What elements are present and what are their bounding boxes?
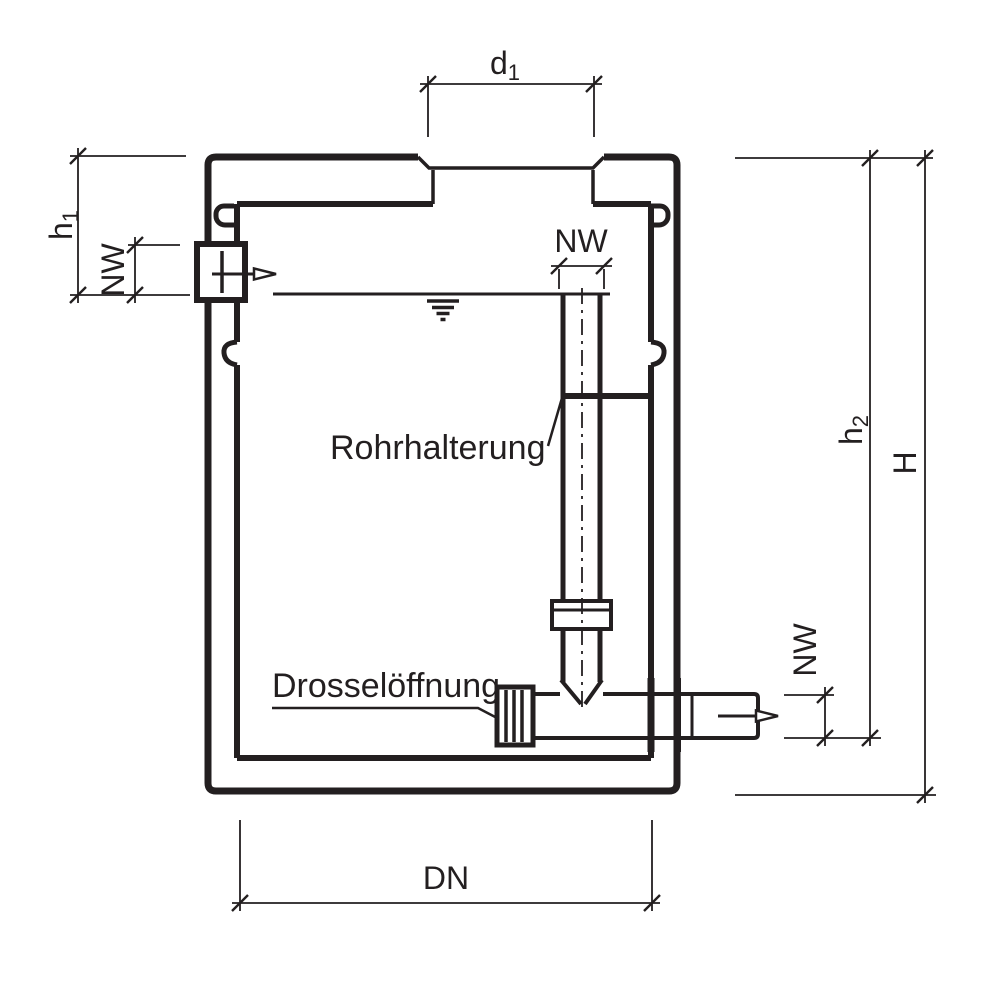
dn-extension-lines — [239, 820, 653, 911]
dimension-nw-inlet — [70, 236, 190, 304]
label-d1: d1 — [490, 45, 520, 85]
label-nw-inlet: NW — [95, 243, 131, 297]
dimension-H — [735, 149, 936, 804]
ring-joint-mid-left — [221, 339, 238, 368]
inlet-pipe — [194, 241, 277, 303]
label-h1: h1 — [43, 210, 83, 240]
dimension-h2 — [735, 149, 933, 747]
outer-wall-outline — [204, 153, 681, 795]
standpipe — [540, 288, 648, 712]
water-level-icon — [427, 299, 459, 322]
outlet-pipe — [494, 678, 779, 752]
label-nw-outlet: NW — [787, 623, 823, 677]
dimension-dn — [231, 820, 661, 912]
cover-opening-rim — [416, 155, 606, 170]
dimension-d1 — [419, 75, 603, 137]
standpipe-tee-chamfer — [559, 678, 604, 706]
dimension-nw-outlet — [784, 686, 834, 747]
cover-opening-neck — [431, 170, 595, 204]
label-h2: h2 — [833, 415, 873, 445]
shaft-outer-shell — [204, 153, 681, 795]
ring-joint-top-right — [650, 203, 671, 228]
label-throttle-opening: Drosselöffnung — [272, 667, 500, 705]
standpipe-walls-upper — [560, 294, 603, 601]
dimension-nw-standpipe — [550, 257, 613, 289]
inlet-flow-arrow-icon — [252, 266, 277, 282]
water-level — [273, 292, 558, 322]
d1-extension-lines — [427, 76, 595, 137]
leader-throttle-opening — [272, 706, 500, 721]
label-pipe-bracket: Rohrhalterung — [330, 429, 545, 467]
nw-standpipe-extension-lines — [558, 269, 605, 289]
label-nw-standpipe: NW — [554, 223, 608, 259]
label-H: H — [887, 451, 923, 474]
label-dn: DN — [423, 860, 469, 896]
leader-pipe-bracket — [546, 397, 564, 447]
outlet-flow-arrow-icon — [754, 708, 779, 724]
ring-joint-top-left — [213, 203, 234, 228]
ring-joint-mid-right — [650, 339, 667, 368]
throttle-socket-ribs — [504, 690, 524, 742]
standpipe-walls-lower — [560, 629, 603, 682]
